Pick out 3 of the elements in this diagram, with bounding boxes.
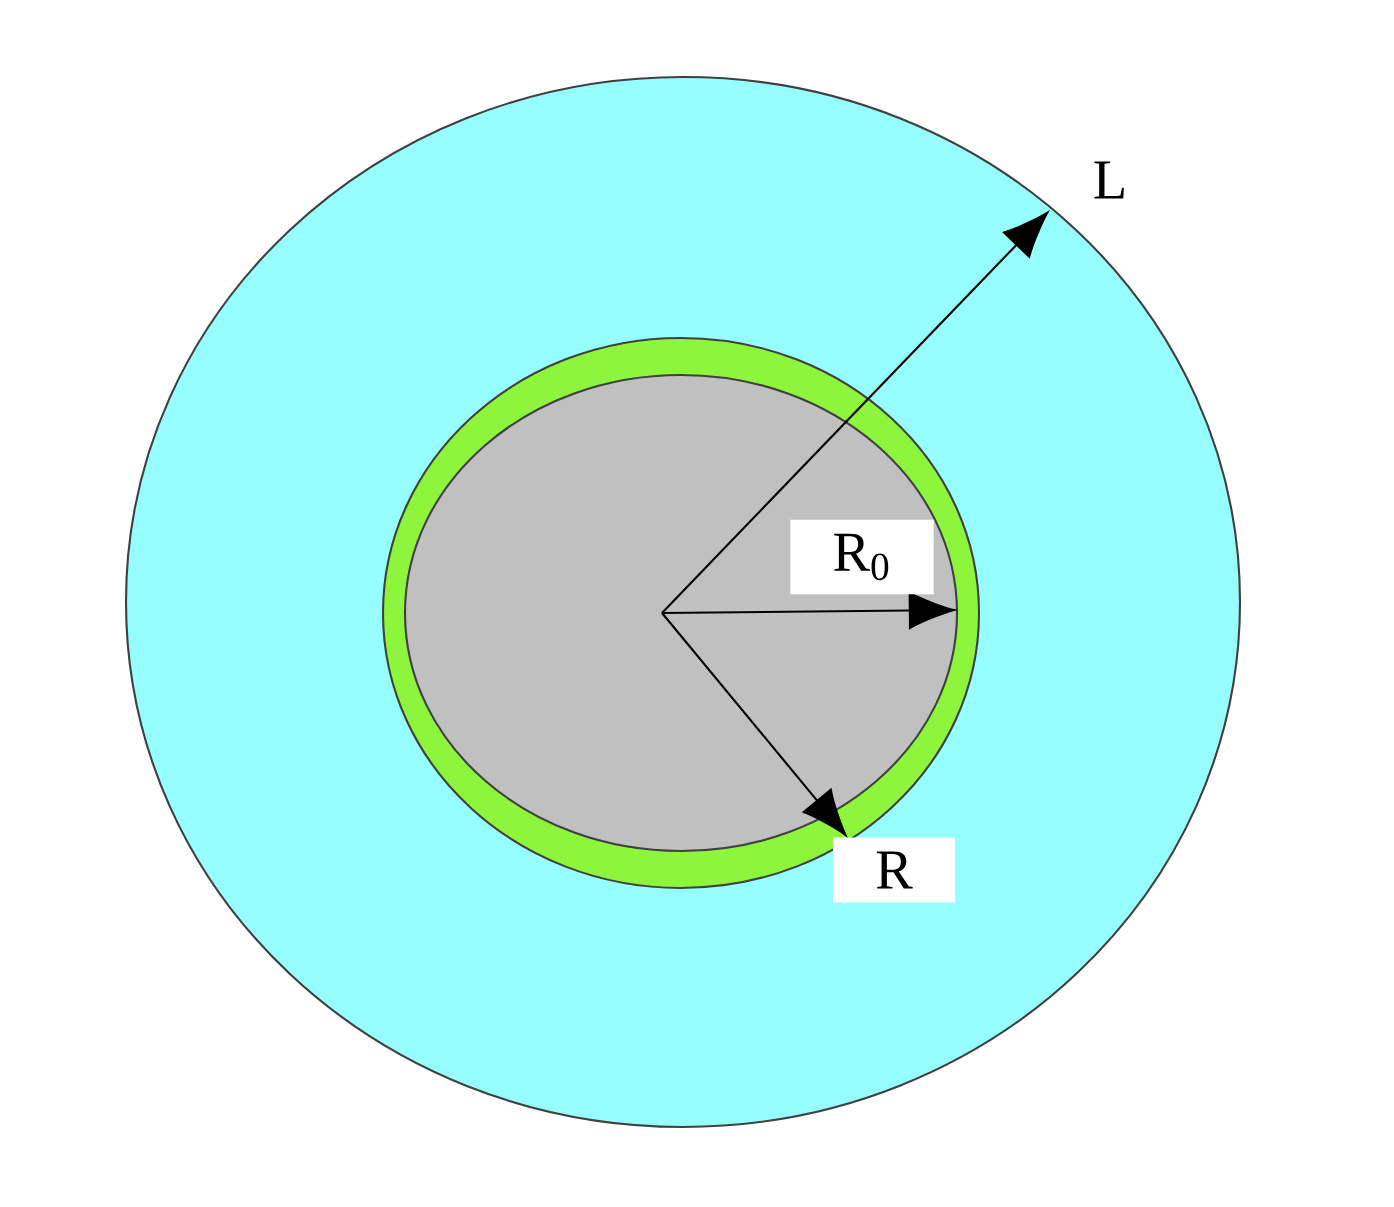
dimension-label: R	[833, 837, 955, 903]
dimension-label: L	[1094, 161, 1124, 199]
dimension-label: R$_{0}$	[790, 519, 934, 595]
